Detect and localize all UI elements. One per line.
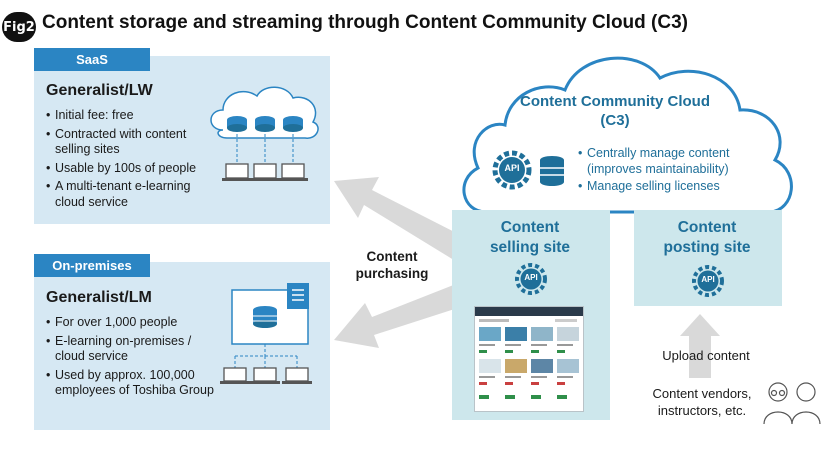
database-icon xyxy=(227,116,247,132)
upload-content-label: Upload content xyxy=(662,348,750,363)
saas-bullets: Initial fee: free Contracted with conten… xyxy=(46,108,211,213)
database-icon xyxy=(253,306,277,328)
selling-api-label: API xyxy=(524,273,538,282)
c3-bullet: Centrally manage content (improves maint… xyxy=(578,145,753,177)
laptop-icon xyxy=(282,367,312,384)
onprem-bullet: For over 1,000 people xyxy=(46,315,216,331)
arrow-to-saas xyxy=(334,177,480,265)
vendors-label: Content vendors, instructors, etc. xyxy=(652,386,752,418)
person-icon xyxy=(791,382,821,425)
upload-arrow xyxy=(680,314,720,378)
saas-bullet: Usable by 100s of people xyxy=(46,161,211,177)
c3-bullet: Manage selling licenses xyxy=(578,178,753,194)
vendor-people xyxy=(763,382,821,425)
c3-icons xyxy=(492,150,564,190)
selling-api-gear-icon xyxy=(515,263,547,295)
selling-site-title: Content selling site xyxy=(489,219,571,256)
saas-illustration xyxy=(210,86,319,181)
posting-site-title: Content posting site xyxy=(663,219,751,256)
onprem-heading: Generalist/LM xyxy=(46,289,152,306)
database-icon xyxy=(255,116,275,132)
laptop-icon xyxy=(250,163,280,181)
saas-bullet: Initial fee: free xyxy=(46,108,211,124)
c3-api-label: API xyxy=(504,163,520,173)
figure-title: Content storage and streaming through Co… xyxy=(42,12,688,33)
database-icon xyxy=(283,116,303,132)
c3-bullets: Centrally manage content (improves maint… xyxy=(578,145,753,195)
saas-tag: SaaS xyxy=(34,48,150,71)
laptop-icon xyxy=(220,367,250,384)
c3-title: Content Community Cloud (C3) xyxy=(520,93,710,129)
saas-bullet: Contracted with content selling sites xyxy=(46,127,211,158)
onprem-bullet: E-learning on-premises / cloud service xyxy=(46,334,216,365)
saas-heading: Generalist/LW xyxy=(46,82,153,99)
api-gear-icon xyxy=(492,150,532,190)
onprem-bullet: Used by approx. 100,000 employees of Tos… xyxy=(46,368,216,399)
storefront-screenshot xyxy=(474,306,584,412)
arrow-to-onprem xyxy=(334,284,467,348)
laptop-icon xyxy=(250,367,280,384)
posting-api-gear-icon xyxy=(692,265,724,297)
figure-badge: Fig2 xyxy=(2,12,36,42)
onprem-bullets: For over 1,000 people E-learning on-prem… xyxy=(46,315,216,402)
database-icon xyxy=(540,156,564,186)
onprem-illustration xyxy=(220,283,312,384)
storefront-thumbnail xyxy=(475,307,583,399)
laptop-icon xyxy=(222,163,252,181)
person-icon xyxy=(763,382,793,425)
onprem-tag: On-premises xyxy=(34,254,150,277)
posting-api-label: API xyxy=(701,275,715,284)
laptop-icon xyxy=(278,163,308,181)
content-purchasing-label: Content purchasing xyxy=(355,249,429,281)
saas-bullet: A multi-tenant e-learning cloud service xyxy=(46,179,211,210)
server-icon xyxy=(287,283,309,309)
